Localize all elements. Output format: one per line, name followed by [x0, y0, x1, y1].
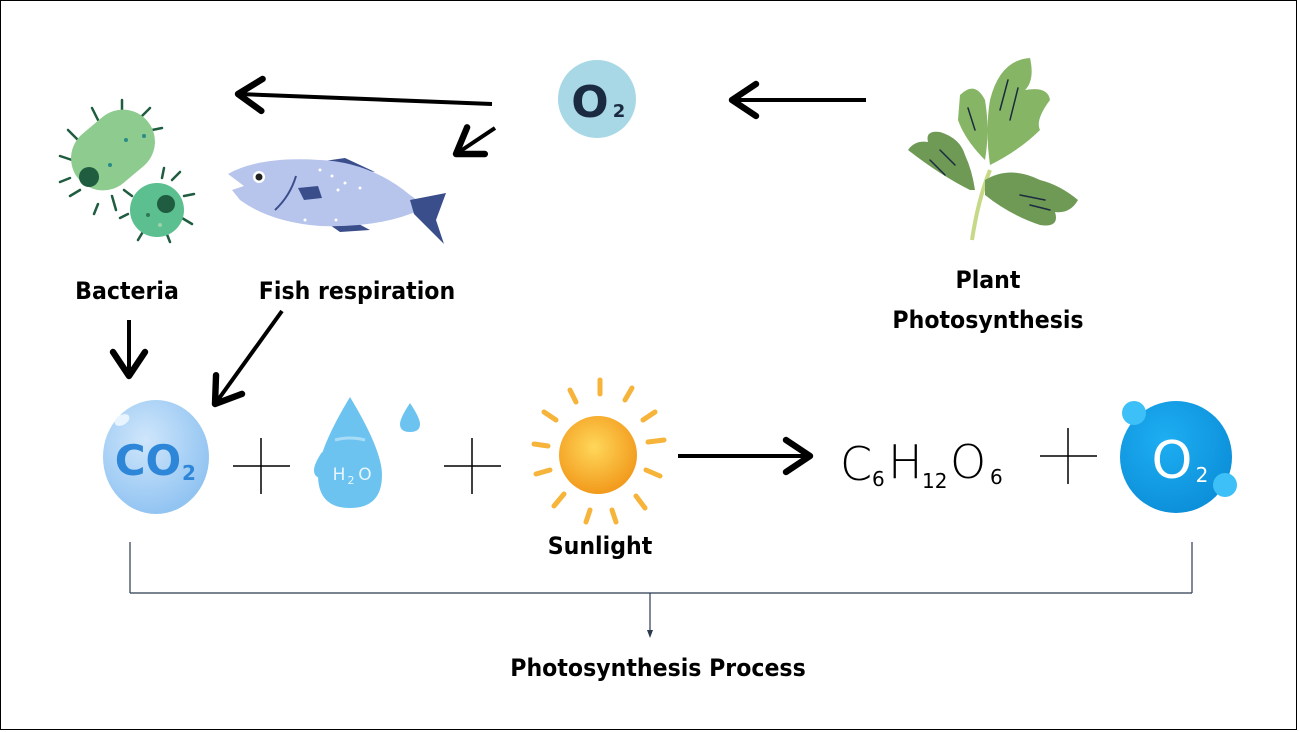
glucose-c-subscript: 6: [872, 467, 885, 491]
plant-leaf-icon: [908, 58, 1078, 241]
sun-icon: [531, 377, 667, 525]
photosynthesis-label: Photosynthesis: [892, 306, 1084, 334]
arrow-o2-to-fish: [452, 124, 497, 158]
arrow-o2-to-bacteria: [234, 75, 493, 115]
fish-respiration-label: Fish respiration: [258, 277, 456, 305]
glucose-c: C: [840, 437, 872, 491]
bacteria-icon: [58, 98, 196, 244]
plant-label: Plant: [955, 266, 1021, 294]
o2-product-subscript: 2: [1196, 463, 1209, 487]
fish-icon: [228, 158, 446, 244]
glucose-h-subscript: 12: [922, 469, 947, 493]
o2-product-icon: O 2: [1120, 401, 1237, 513]
co2-molecule-icon: CO 2: [103, 400, 209, 514]
glucose-o: O: [950, 435, 986, 489]
arrow-fish-to-co2: [211, 309, 284, 408]
h2o-subscript: 2: [348, 474, 355, 487]
sunlight-label: Sunlight: [547, 532, 653, 560]
o2-top-subscript: 2: [613, 101, 626, 122]
bracket-arrowhead: [647, 630, 653, 638]
co2-symbol: CO: [115, 436, 182, 485]
plus-sign: [1040, 428, 1097, 484]
co2-subscript: 2: [182, 461, 196, 485]
h2o-h-symbol: H: [333, 465, 346, 485]
glucose-o-subscript: 6: [990, 465, 1003, 489]
plus-sign: [444, 438, 501, 494]
bacteria-label: Bacteria: [75, 277, 179, 305]
o2-product-symbol: O: [1152, 431, 1193, 491]
water-drop-icon: H 2 O: [314, 397, 420, 508]
bracket-connector: [129, 542, 1193, 632]
plus-sign: [233, 438, 290, 494]
glucose-formula: C 6 H 12 O 6: [840, 435, 1003, 493]
h2o-o-symbol: O: [358, 465, 371, 485]
process-title: Photosynthesis Process: [510, 654, 806, 682]
o2-molecule-icon: O 2: [558, 60, 636, 138]
o2-top-symbol: O: [571, 77, 608, 128]
glucose-h: H: [888, 435, 923, 489]
